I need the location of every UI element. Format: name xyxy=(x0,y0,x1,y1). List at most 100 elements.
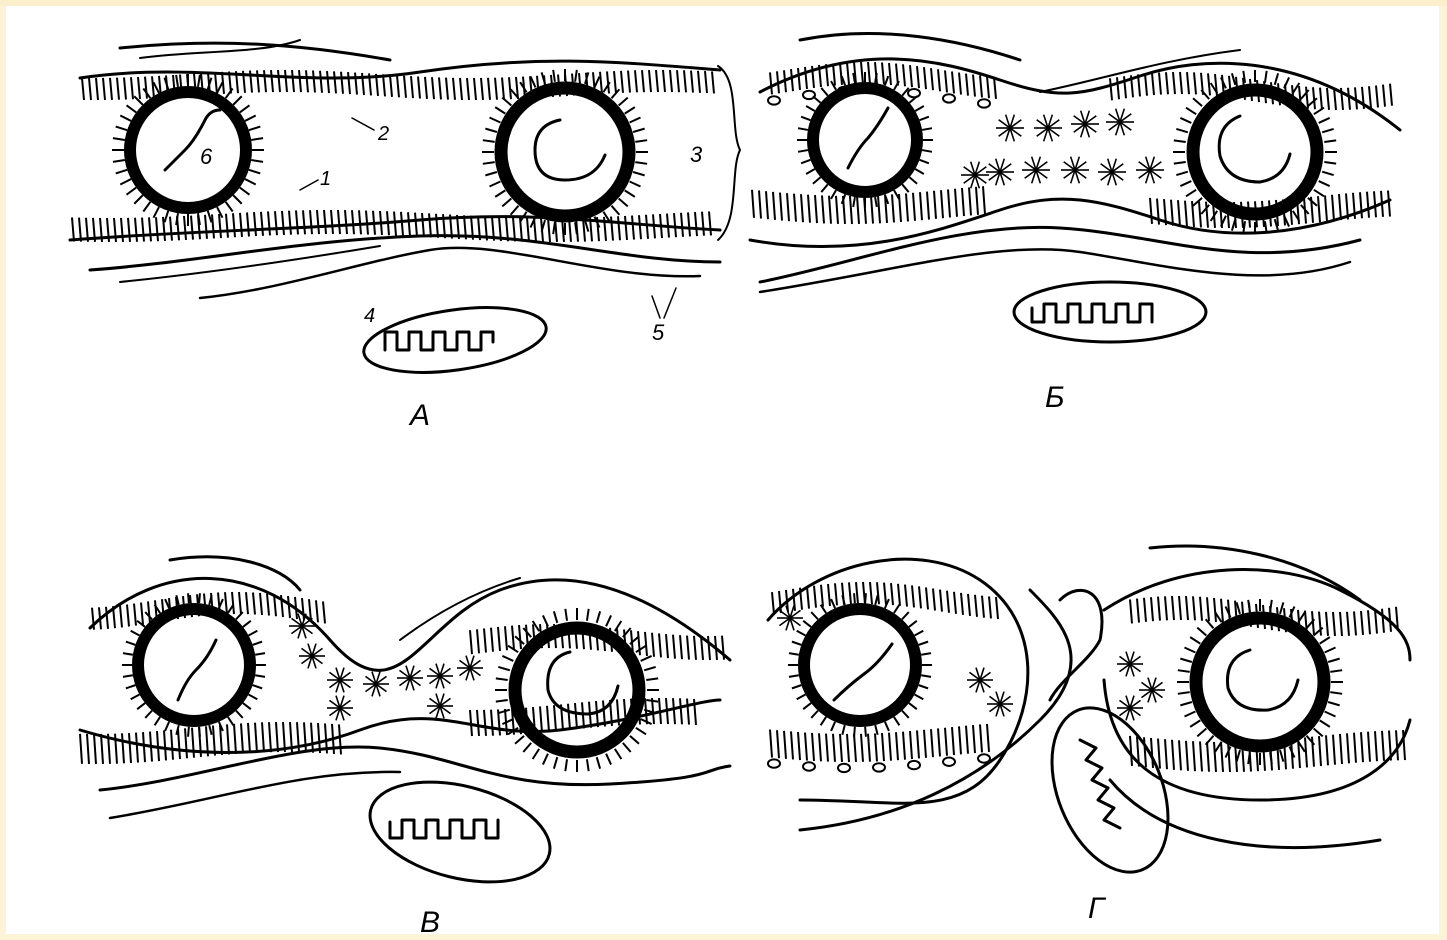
microvillus xyxy=(383,74,385,96)
mitochondrion-icon xyxy=(1030,691,1191,889)
microvillus xyxy=(797,631,806,636)
microvillus xyxy=(1326,735,1328,765)
microvillus xyxy=(833,734,835,762)
microvillus xyxy=(821,717,826,725)
microvillus xyxy=(931,68,933,90)
microvillus xyxy=(131,77,133,99)
microvillus xyxy=(1325,648,1336,653)
collagen-fiber-icon xyxy=(170,557,300,590)
microvillus xyxy=(875,197,877,207)
microvillus xyxy=(547,706,549,732)
microvillus xyxy=(1322,172,1334,175)
microvillus xyxy=(659,633,661,657)
microvillus xyxy=(205,215,207,239)
microvillus xyxy=(801,194,803,222)
microvillus xyxy=(1388,191,1390,217)
microvillus xyxy=(116,127,127,131)
microvillus xyxy=(1199,201,1201,227)
microvillus xyxy=(234,724,236,754)
microvillus xyxy=(1166,72,1168,94)
microvillus xyxy=(553,70,555,82)
microvillus xyxy=(808,195,810,223)
microvillus xyxy=(142,218,144,242)
microvillus xyxy=(819,733,821,761)
microvillus xyxy=(947,591,949,613)
microvillus xyxy=(982,596,984,618)
microvillus xyxy=(275,211,277,235)
microvillus xyxy=(1176,172,1188,175)
microvillus xyxy=(271,70,273,92)
microvillus xyxy=(1320,88,1322,110)
microvillus xyxy=(1275,73,1278,85)
microvillus xyxy=(1151,597,1153,621)
microvillus xyxy=(138,77,140,99)
microvillus xyxy=(338,210,340,234)
microvillus xyxy=(299,70,301,92)
microvillus xyxy=(854,734,856,762)
microvillus xyxy=(902,612,909,619)
microvillus xyxy=(199,727,200,737)
microvillus xyxy=(975,595,977,617)
microvillus xyxy=(926,587,928,609)
microvillus xyxy=(251,160,263,162)
granule xyxy=(768,759,780,767)
microvillus xyxy=(502,719,513,724)
microvillus xyxy=(460,78,462,100)
microvillus xyxy=(134,96,142,104)
microvillus xyxy=(989,596,991,618)
microvillus xyxy=(1382,731,1384,761)
microvillus xyxy=(236,612,243,619)
microvillus xyxy=(822,195,824,223)
microvillus xyxy=(470,710,472,736)
microvillus xyxy=(959,726,961,754)
microvillus xyxy=(587,759,589,771)
microvillus xyxy=(554,757,557,769)
microvillus xyxy=(226,202,233,212)
microvillus xyxy=(894,605,899,613)
microvillus xyxy=(959,73,961,95)
microvillus xyxy=(649,70,651,92)
microvillus xyxy=(1324,162,1336,164)
microvillus xyxy=(1319,736,1321,766)
microvillus xyxy=(240,105,250,112)
collagen-fiber-icon xyxy=(120,43,390,60)
microvillus xyxy=(254,212,256,236)
microvillus xyxy=(831,722,835,731)
microvillus xyxy=(903,732,905,760)
microvillus xyxy=(708,636,710,660)
microvillus xyxy=(1186,190,1196,196)
microvillus xyxy=(1172,596,1174,620)
microvillus xyxy=(1265,71,1267,83)
microvillus xyxy=(316,600,318,622)
microvillus xyxy=(611,206,619,215)
microvillus xyxy=(327,71,329,93)
microvillus xyxy=(912,585,914,607)
microvillus xyxy=(1197,628,1206,636)
microvillus xyxy=(145,711,152,718)
microvillus xyxy=(875,733,877,761)
microvillus xyxy=(826,734,828,762)
microvillus xyxy=(143,732,145,762)
microvillus xyxy=(921,675,931,677)
microvillus xyxy=(262,722,264,752)
microvillus xyxy=(691,71,693,93)
microvillus xyxy=(594,77,599,88)
microvillus xyxy=(227,724,229,754)
microvillus xyxy=(1180,702,1192,705)
microvillus xyxy=(164,730,166,760)
microvillus xyxy=(1347,612,1349,636)
microvillus xyxy=(885,722,889,731)
microvillus xyxy=(1180,118,1191,123)
microvillus xyxy=(773,192,775,220)
microvillus xyxy=(853,197,855,207)
microvillus xyxy=(670,70,672,92)
microvillus xyxy=(113,138,125,140)
microvillus xyxy=(663,70,665,92)
chromatin xyxy=(834,644,892,700)
microvillus xyxy=(994,77,996,99)
microvillus xyxy=(861,734,863,762)
microvillus xyxy=(903,64,905,86)
microvillus xyxy=(127,188,137,195)
microvillus xyxy=(483,162,495,164)
